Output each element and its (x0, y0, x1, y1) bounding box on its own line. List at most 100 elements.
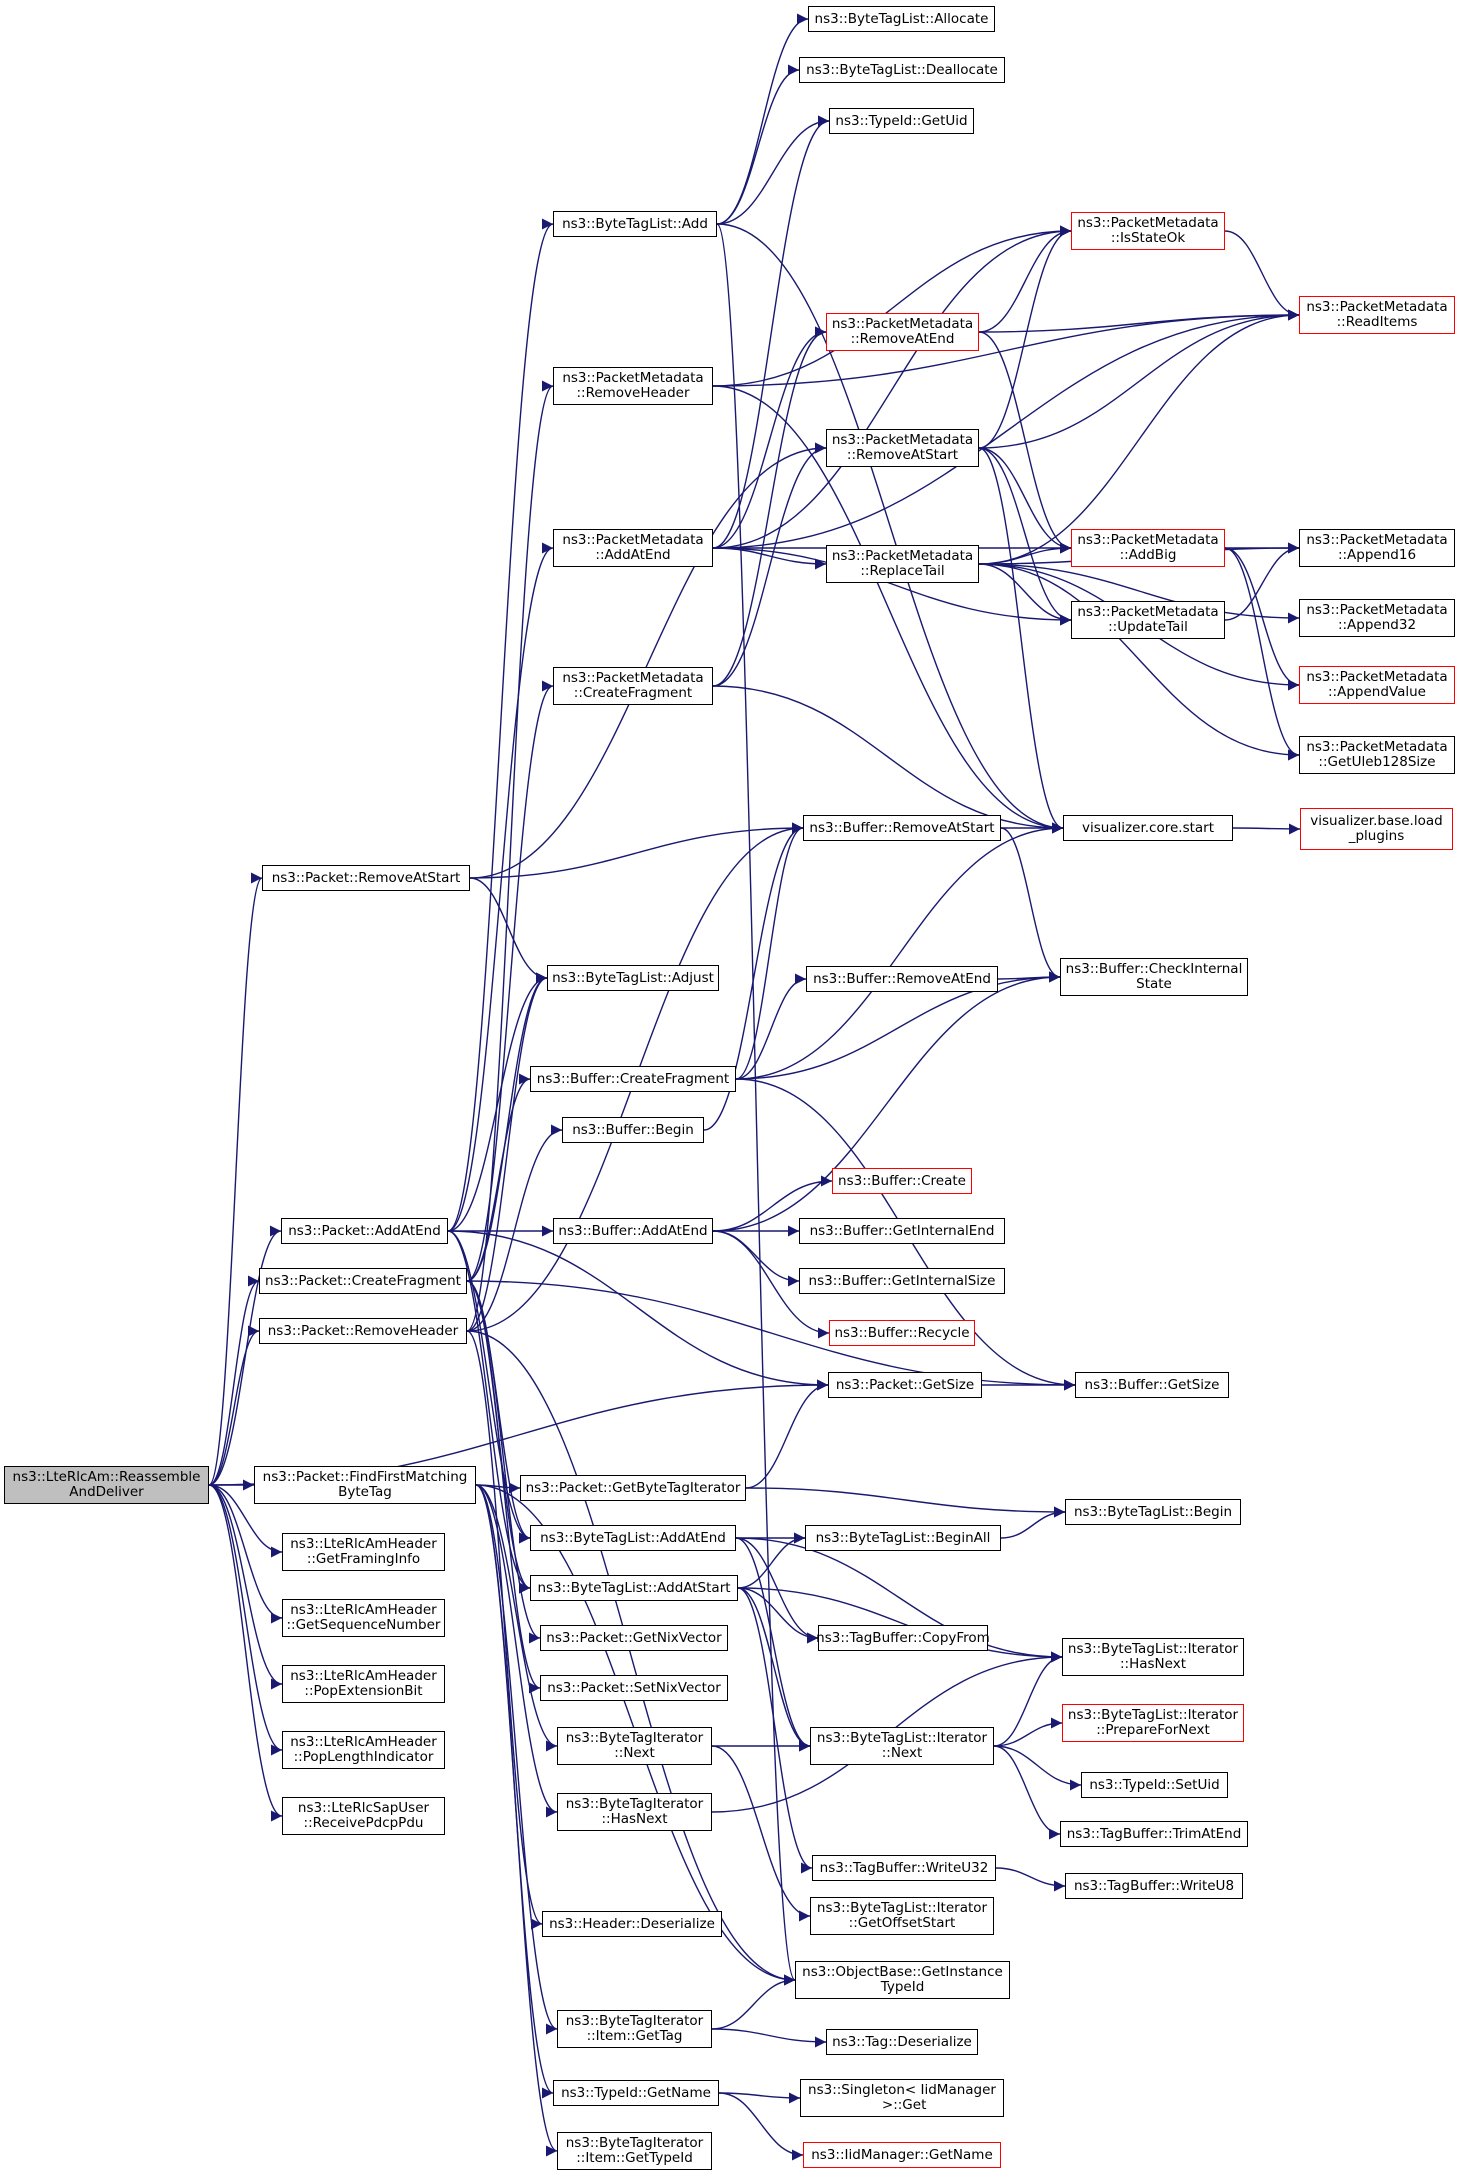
graph-node-ns3-packetmetadata-removeheader[interactable]: ns3::PacketMetadata ::RemoveHeader (553, 367, 713, 405)
edge-n33-n64 (978, 309, 1300, 333)
edge-n11-n32 (716, 115, 830, 225)
graph-node-ns3-typeid-getname[interactable]: ns3::TypeId::GetName (553, 2080, 719, 2106)
edge-n13-n32 (712, 115, 830, 549)
edge-n0-n6 (208, 1484, 283, 1558)
graph-node-ns3-tag-deserialize[interactable]: ns3::Tag::Deserialize (826, 2029, 978, 2055)
graph-node-ns3-buffer-addatend[interactable]: ns3::Buffer::AddAtEnd (553, 1218, 713, 1244)
graph-node-ns3-packetmetadata-removeatstart[interactable]: ns3::PacketMetadata ::RemoveAtStart (826, 429, 979, 467)
graph-node-ns3-bytetaglist-iterator-next[interactable]: ns3::ByteTagList::Iterator ::Next (810, 1727, 994, 1765)
graph-node-ns3-bytetagiterator-item-gettag[interactable]: ns3::ByteTagIterator ::Item::GetTag (557, 2010, 712, 2048)
graph-node-ns3-lterlcam-reassemble-anddeliver[interactable]: ns3::LteRlcAm::Reassemble AndDeliver (4, 1466, 209, 1504)
edge-n19-n42 (745, 1379, 829, 1489)
graph-node-ns3-header-deserialize[interactable]: ns3::Header::Deserialize (542, 1911, 722, 1937)
graph-node-ns3-packetmetadata-addatend[interactable]: ns3::PacketMetadata ::AddAtEnd (553, 529, 713, 567)
graph-node-ns3-packet-addatend[interactable]: ns3::Packet::AddAtEnd (281, 1218, 448, 1244)
graph-node-visualizer-base-load-plugins[interactable]: visualizer.base.load _plugins (1300, 808, 1453, 850)
edge-n13-n54 (712, 547, 1072, 626)
edge-n34-n53 (978, 447, 1072, 554)
graph-node-ns3-lterlcamheader-popextensionbit[interactable]: ns3::LteRlcAmHeader ::PopExtensionBit (282, 1665, 445, 1703)
edge-n34-n64 (978, 309, 1300, 449)
graph-node-ns3-packet-getnixvector[interactable]: ns3::Packet::GetNixVector (540, 1625, 728, 1651)
graph-node-ns3-packetmetadata-createfragment[interactable]: ns3::PacketMetadata ::CreateFragment (553, 667, 713, 705)
edge-n27-n48 (711, 1974, 796, 2030)
graph-node-ns3-packet-getbytetagiterator[interactable]: ns3::Packet::GetByteTagIterator (520, 1475, 746, 1501)
edge-n13-n35 (712, 547, 827, 570)
graph-node-ns3-buffer-createfragment[interactable]: ns3::Buffer::CreateFragment (530, 1066, 736, 1092)
graph-node-ns3-packet-getsize[interactable]: ns3::Packet::GetSize (828, 1372, 982, 1398)
graph-node-ns3-packet-findfirstmatching-bytetag[interactable]: ns3::Packet::FindFirstMatching ByteTag (254, 1466, 476, 1504)
graph-node-ns3-packetmetadata-isstateok[interactable]: ns3::PacketMetadata ::IsStateOk (1071, 212, 1225, 250)
graph-node-ns3-buffer-getinternalend[interactable]: ns3::Buffer::GetInternalEnd (799, 1218, 1005, 1244)
graph-node-ns3-packet-removeheader[interactable]: ns3::Packet::RemoveHeader (259, 1318, 467, 1344)
graph-node-ns3-packetmetadata-updatetail[interactable]: ns3::PacketMetadata ::UpdateTail (1071, 601, 1225, 639)
graph-node-ns3-bytetaglist-allocate[interactable]: ns3::ByteTagList::Allocate (808, 6, 995, 32)
edge-n0-n10 (208, 1484, 283, 1822)
graph-node-ns3-bytetagiterator-next[interactable]: ns3::ByteTagIterator ::Next (557, 1727, 712, 1765)
edge-n35-n64 (978, 309, 1300, 565)
graph-node-ns3-buffer-create[interactable]: ns3::Buffer::Create (832, 1168, 972, 1194)
edge-n5-n24 (475, 1484, 558, 1752)
graph-node-ns3-singleton-iidmanager-get[interactable]: ns3::Singleton< IidManager >::Get (800, 2079, 1004, 2117)
graph-node-ns3-packetmetadata-readitems[interactable]: ns3::PacketMetadata ::ReadItems (1299, 296, 1455, 334)
edge-n5-n29 (475, 1484, 558, 2157)
graph-node-ns3-bytetaglist-addatend[interactable]: ns3::ByteTagList::AddAtEnd (530, 1525, 736, 1551)
graph-node-ns3-packetmetadata-removeatend[interactable]: ns3::PacketMetadata ::RemoveAtEnd (826, 313, 979, 351)
graph-node-ns3-bytetagiterator-hasnext[interactable]: ns3::ByteTagIterator ::HasNext (557, 1793, 712, 1831)
edge-n55-n69 (1232, 823, 1301, 835)
graph-node-ns3-tagbuffer-writeu32[interactable]: ns3::TagBuffer::WriteU32 (812, 1855, 996, 1881)
graph-node-ns3-tagbuffer-copyfrom[interactable]: ns3::TagBuffer::CopyFrom (816, 1625, 990, 1651)
graph-node-ns3-lterlcsapuser-receivepdcppdu[interactable]: ns3::LteRlcSapUser ::ReceivePdcpPdu (282, 1797, 445, 1835)
graph-node-ns3-objectbase-getinstance-typeid[interactable]: ns3::ObjectBase::GetInstance TypeId (795, 1961, 1010, 1999)
graph-node-ns3-buffer-getsize[interactable]: ns3::Buffer::GetSize (1075, 1372, 1229, 1398)
graph-node-ns3-bytetaglist-adjust[interactable]: ns3::ByteTagList::Adjust (547, 965, 719, 991)
graph-node-ns3-bytetaglist-addatstart[interactable]: ns3::ByteTagList::AddAtStart (530, 1575, 738, 1601)
edge-n11-n31 (716, 64, 800, 225)
graph-node-ns3-bytetagiterator-item-gettypeid[interactable]: ns3::ByteTagIterator ::Item::GetTypeId (557, 2132, 712, 2170)
edge-n53-n67 (1224, 547, 1300, 691)
graph-node-ns3-buffer-removeatstart[interactable]: ns3::Buffer::RemoveAtStart (803, 815, 1001, 841)
graph-node-ns3-packet-setnixvector[interactable]: ns3::Packet::SetNixVector (540, 1675, 728, 1701)
graph-node-ns3-typeid-setuid[interactable]: ns3::TypeId::SetUid (1081, 1772, 1228, 1798)
edge-n52-n64 (1224, 230, 1300, 321)
graph-node-ns3-bytetaglist-deallocate[interactable]: ns3::ByteTagList::Deallocate (799, 57, 1005, 83)
edge-n16-n56 (735, 971, 1061, 1080)
graph-node-ns3-packetmetadata-replacetail[interactable]: ns3::PacketMetadata ::ReplaceTail (826, 545, 979, 583)
edge-n13-n52 (712, 225, 1072, 549)
graph-node-ns3-buffer-recycle[interactable]: ns3::Buffer::Recycle (829, 1320, 975, 1346)
graph-node-ns3-bytetaglist-beginall[interactable]: ns3::ByteTagList::BeginAll (805, 1525, 1001, 1551)
graph-node-ns3-bytetaglist-iterator-preparefornext[interactable]: ns3::ByteTagList::Iterator ::PrepareForN… (1062, 1704, 1244, 1742)
graph-node-ns3-packetmetadata-append16[interactable]: ns3::PacketMetadata ::Append16 (1299, 529, 1455, 567)
graph-node-ns3-iidmanager-getname[interactable]: ns3::IidManager::GetName (803, 2142, 1001, 2168)
graph-node-ns3-bytetaglist-iterator-hasnext[interactable]: ns3::ByteTagList::Iterator ::HasNext (1062, 1638, 1244, 1676)
edge-n20-n45 (735, 1537, 811, 1752)
edge-n14-n55 (712, 685, 1064, 834)
graph-node-ns3-typeid-getuid[interactable]: ns3::TypeId::GetUid (829, 108, 974, 134)
graph-node-ns3-packetmetadata-appendvalue[interactable]: ns3::PacketMetadata ::AppendValue (1299, 666, 1455, 704)
graph-node-ns3-buffer-removeatend[interactable]: ns3::Buffer::RemoveAtEnd (806, 966, 998, 992)
graph-node-ns3-bytetaglist-begin[interactable]: ns3::ByteTagList::Begin (1065, 1499, 1241, 1525)
graph-node-ns3-tagbuffer-trimatend[interactable]: ns3::TagBuffer::TrimAtEnd (1060, 1821, 1248, 1847)
graph-node-ns3-packet-removeatstart[interactable]: ns3::Packet::RemoveAtStart (262, 865, 470, 891)
graph-node-ns3-packetmetadata-append32[interactable]: ns3::PacketMetadata ::Append32 (1299, 599, 1455, 637)
edge-n3-n14 (466, 680, 554, 1282)
graph-node-ns3-packetmetadata-addbig[interactable]: ns3::PacketMetadata ::AddBig (1071, 529, 1225, 567)
graph-node-ns3-buffer-checkinternal-state[interactable]: ns3::Buffer::CheckInternal State (1060, 958, 1248, 996)
graph-node-ns3-packetmetadata-getuleb128size[interactable]: ns3::PacketMetadata ::GetUleb128Size (1299, 736, 1455, 774)
edge-n4-n17 (466, 1124, 563, 1332)
graph-node-ns3-bytetaglist-iterator-getoffsetstart[interactable]: ns3::ByteTagList::Iterator ::GetOffsetSt… (810, 1897, 994, 1935)
edge-n13-n33 (712, 326, 827, 549)
edge-n0-n9 (208, 1484, 283, 1756)
graph-node-ns3-lterlcamheader-getsequencenumber[interactable]: ns3::LteRlcAmHeader ::GetSequenceNumber (282, 1599, 445, 1637)
graph-node-ns3-lterlcamheader-poplengthindicator[interactable]: ns3::LteRlcAmHeader ::PopLengthIndicator (282, 1731, 445, 1769)
edge-n11-n48 (716, 223, 796, 1986)
graph-node-ns3-bytetaglist-add[interactable]: ns3::ByteTagList::Add (553, 211, 717, 237)
graph-node-visualizer-core-start[interactable]: visualizer.core.start (1063, 815, 1233, 841)
edge-n45-n59 (993, 1651, 1063, 1747)
graph-node-ns3-tagbuffer-writeu8[interactable]: ns3::TagBuffer::WriteU8 (1065, 1873, 1243, 1899)
edge-n34-n52 (978, 225, 1072, 449)
edge-n0-n8 (208, 1484, 283, 1690)
graph-node-ns3-packet-createfragment[interactable]: ns3::Packet::CreateFragment (259, 1268, 467, 1294)
graph-node-ns3-buffer-getinternalsize[interactable]: ns3::Buffer::GetInternalSize (799, 1268, 1005, 1294)
graph-node-ns3-buffer-begin[interactable]: ns3::Buffer::Begin (562, 1117, 704, 1143)
graph-node-ns3-lterlcamheader-getframinginfo[interactable]: ns3::LteRlcAmHeader ::GetFramingInfo (282, 1533, 445, 1571)
